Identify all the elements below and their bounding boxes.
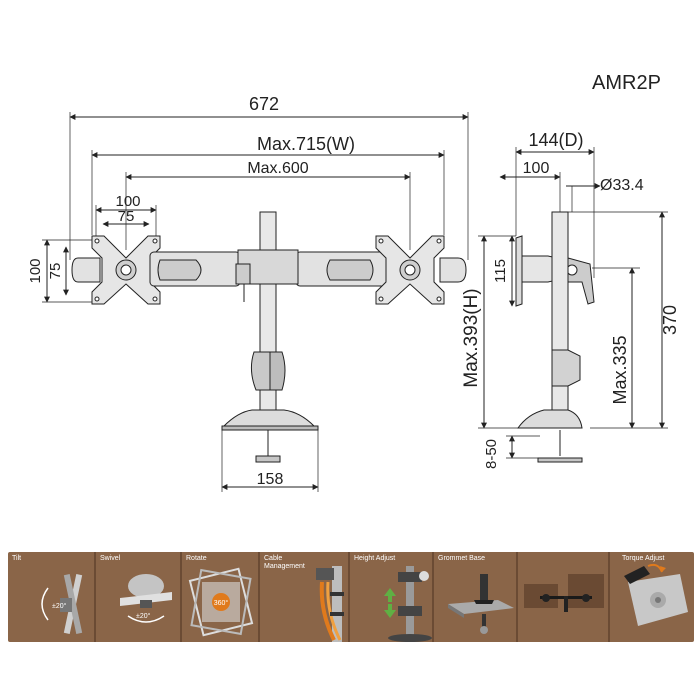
divider [94, 552, 96, 642]
feature-panel-rotate: Rotate 360° [182, 552, 258, 642]
label-max-height: Max.393(H) [461, 288, 482, 387]
base-front [221, 409, 319, 463]
label-vesa-100: 100 [115, 193, 140, 210]
pole-side [517, 211, 583, 463]
label-vesa-height-75: 75 [47, 263, 64, 280]
divider [516, 552, 518, 642]
cable-management-icon [316, 566, 344, 642]
rotate-note: 360° [214, 599, 229, 607]
feature-panel-dual-arm [518, 552, 608, 642]
label-side-115: 115 [492, 259, 509, 283]
front-view [42, 112, 469, 492]
label-base-width: 158 [257, 471, 284, 488]
arm-right [295, 251, 467, 287]
feature-panel-swivel: Swivel ±20° [96, 552, 180, 642]
swivel-note: ±20° [136, 612, 151, 620]
tilt-note: ±20° [52, 602, 67, 610]
side-view [478, 147, 668, 463]
label-overall-width: 672 [249, 94, 279, 114]
feature-bar: Tilt ±20° Swivel ±20° Rotate [8, 552, 694, 642]
tilt-icon: ±20° [41, 574, 83, 634]
pole-front [235, 211, 299, 413]
feature-panel-torque-adjust: Torque Adjust [610, 552, 694, 642]
height-adjust-icon [384, 566, 432, 642]
arm-left [71, 251, 241, 287]
rotate-icon: 360° [188, 567, 254, 637]
dual-monitor-icon [524, 574, 604, 612]
divider [258, 552, 260, 642]
feature-label-tilt: Tilt [12, 555, 22, 562]
label-depth: 144(D) [528, 130, 583, 150]
feature-panel-cable-management: Cable Management [260, 552, 348, 642]
vesa-plate-left [91, 235, 161, 305]
swivel-icon: ±20° [120, 574, 172, 623]
feature-label-torque-adjust: Torque Adjust [622, 555, 665, 562]
grommet-base-icon [448, 574, 514, 634]
feature-panel-grommet-base: Grommet Base [434, 552, 516, 642]
label-clamp-range: 8-50 [483, 439, 500, 469]
label-max-335: Max.335 [610, 335, 630, 404]
vesa-plate-right [375, 235, 445, 305]
feature-label-swivel: Swivel [100, 555, 121, 562]
label-pole-diameter: Ø33.4 [600, 177, 644, 194]
label-vesa-height-100: 100 [27, 258, 44, 283]
label-pole-height: 370 [660, 305, 680, 335]
torque-adjust-icon [624, 563, 688, 626]
divider [180, 552, 182, 642]
divider [432, 552, 434, 642]
technical-drawing: 672 Max.715(W) Max.600 100 75 100 75 158 [27, 94, 680, 492]
label-max-center: Max.600 [247, 160, 308, 177]
label-max-width: Max.715(W) [257, 134, 355, 154]
feature-label-height-adjust: Height Adjust [354, 555, 396, 562]
feature-panel-tilt: Tilt ±20° [8, 552, 94, 642]
divider [348, 552, 350, 642]
label-side-100: 100 [523, 160, 550, 177]
feature-label-grommet-base: Grommet Base [438, 555, 486, 562]
feature-label-rotate: Rotate [186, 555, 207, 562]
model-number: AMR2P [592, 72, 661, 94]
label-vesa-75: 75 [118, 208, 135, 225]
feature-label-cable-management: Cable Management [264, 555, 305, 570]
divider [608, 552, 610, 642]
feature-panel-height-adjust: Height Adjust [350, 552, 432, 642]
